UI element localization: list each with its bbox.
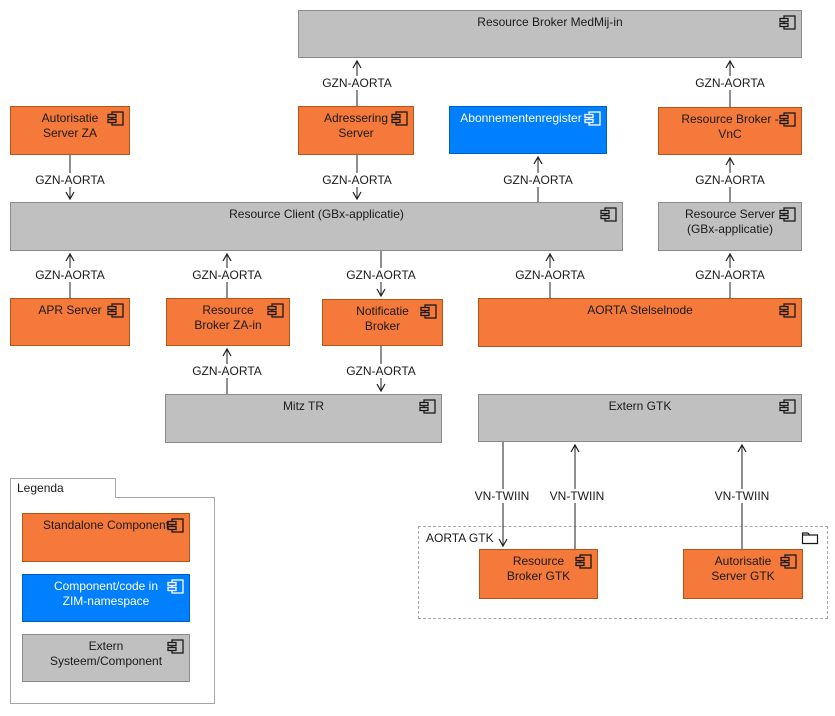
component-icon — [779, 399, 796, 414]
component-label: Resource Server (GBx-applicatie) — [684, 207, 776, 236]
component-label: APR Server — [38, 303, 102, 317]
connection-label: GZN-AORTA — [189, 364, 265, 378]
component-label: Mitz TR — [282, 399, 325, 413]
connection-label: VN-TWIIN — [471, 489, 533, 503]
group-label: AORTA GTK — [426, 531, 494, 545]
component-icon — [167, 518, 184, 533]
component-extern-gtk[interactable]: Extern GTK — [478, 394, 802, 442]
component-icon — [391, 111, 408, 126]
connection-label: GZN-AORTA — [500, 173, 576, 187]
component-adressering-server[interactable]: Adressering Server — [298, 106, 414, 155]
connection-label: VN-TWIIN — [711, 489, 773, 503]
legend-item-label: Extern Systeem/Component — [49, 639, 163, 668]
component-icon — [779, 207, 796, 222]
component-label: Resource Client (GBx-applicatie) — [229, 207, 404, 221]
connection-label: GZN-AORTA — [32, 268, 108, 282]
component-icon — [419, 399, 436, 414]
component-label: Resource Broker MedMij-in — [477, 15, 623, 29]
component-icon — [167, 579, 184, 594]
connection-label: GZN-AORTA — [319, 173, 395, 187]
component-resource-broker-gtk[interactable]: Resource Broker GTK — [479, 549, 598, 599]
component-icon — [779, 15, 796, 30]
legend-item-standalone-component: Standalone Component — [22, 513, 190, 562]
component-icon — [107, 303, 124, 318]
component-label: Resource Broker GTK — [506, 554, 571, 583]
component-label: Adressering Server — [323, 111, 389, 140]
connection-label: GZN-AORTA — [319, 76, 395, 90]
component-apr-server[interactable]: APR Server — [10, 298, 130, 346]
component-resource-broker-medmij-in[interactable]: Resource Broker MedMij-in — [298, 10, 802, 58]
component-label: Autorisatie Server GTK — [711, 554, 775, 583]
component-icon — [420, 304, 437, 319]
component-label: Autorisatie Server ZA — [41, 111, 99, 140]
connection-label: VN-TWIIN — [546, 489, 608, 503]
legend-item-label: Component/code in ZIM-namespace — [53, 579, 159, 608]
component-resource-broker-za-in[interactable]: Resource Broker ZA-in — [166, 298, 290, 346]
connection-label: GZN-AORTA — [692, 268, 768, 282]
connection-label: GZN-AORTA — [692, 76, 768, 90]
package-folder-icon — [801, 531, 819, 545]
legend-item-label: Standalone Component — [42, 518, 170, 532]
component-mitz-tr[interactable]: Mitz TR — [165, 394, 442, 443]
component-icon — [584, 111, 601, 126]
component-label: Notificatie Broker — [356, 304, 409, 333]
component-icon — [780, 554, 797, 569]
component-label: Resource Broker - VnC — [681, 112, 779, 141]
component-label: AORTA Stelselnode — [587, 303, 693, 317]
component-autorisatie-server-za[interactable]: Autorisatie Server ZA — [10, 106, 130, 155]
connection-label: GZN-AORTA — [692, 173, 768, 187]
component-icon — [267, 303, 284, 318]
legend-item-extern-component: Extern Systeem/Component — [22, 634, 190, 682]
component-abonnementenregister[interactable]: Abonnementenregister — [449, 106, 607, 154]
component-aorta-stelselnode[interactable]: AORTA Stelselnode — [478, 298, 802, 347]
connection-label: GZN-AORTA — [189, 268, 265, 282]
component-icon — [779, 303, 796, 318]
component-label: Extern GTK — [608, 399, 672, 413]
component-icon — [107, 111, 124, 126]
legend-item-zim-namespace-component: Component/code in ZIM-namespace — [22, 574, 190, 622]
component-label: Resource Broker ZA-in — [194, 303, 262, 332]
connection-label: GZN-AORTA — [343, 364, 419, 378]
component-resource-server[interactable]: Resource Server (GBx-applicatie) — [658, 202, 802, 251]
component-resource-client[interactable]: Resource Client (GBx-applicatie) — [10, 202, 623, 251]
legend-title-tab: Legenda — [10, 478, 116, 498]
component-icon — [575, 554, 592, 569]
component-icon — [600, 207, 617, 222]
connection-label: GZN-AORTA — [343, 268, 419, 282]
connection-label: GZN-AORTA — [32, 173, 108, 187]
component-resource-broker-vnc[interactable]: Resource Broker - VnC — [658, 107, 802, 155]
connection-label: GZN-AORTA — [512, 268, 588, 282]
component-label: Abonnementenregister — [460, 111, 582, 125]
component-icon — [167, 639, 184, 654]
component-icon — [779, 112, 796, 127]
legend-title: Legenda — [17, 481, 64, 495]
component-autorisatie-server-gtk[interactable]: Autorisatie Server GTK — [683, 549, 803, 599]
component-notificatie-broker[interactable]: Notificatie Broker — [322, 299, 443, 346]
